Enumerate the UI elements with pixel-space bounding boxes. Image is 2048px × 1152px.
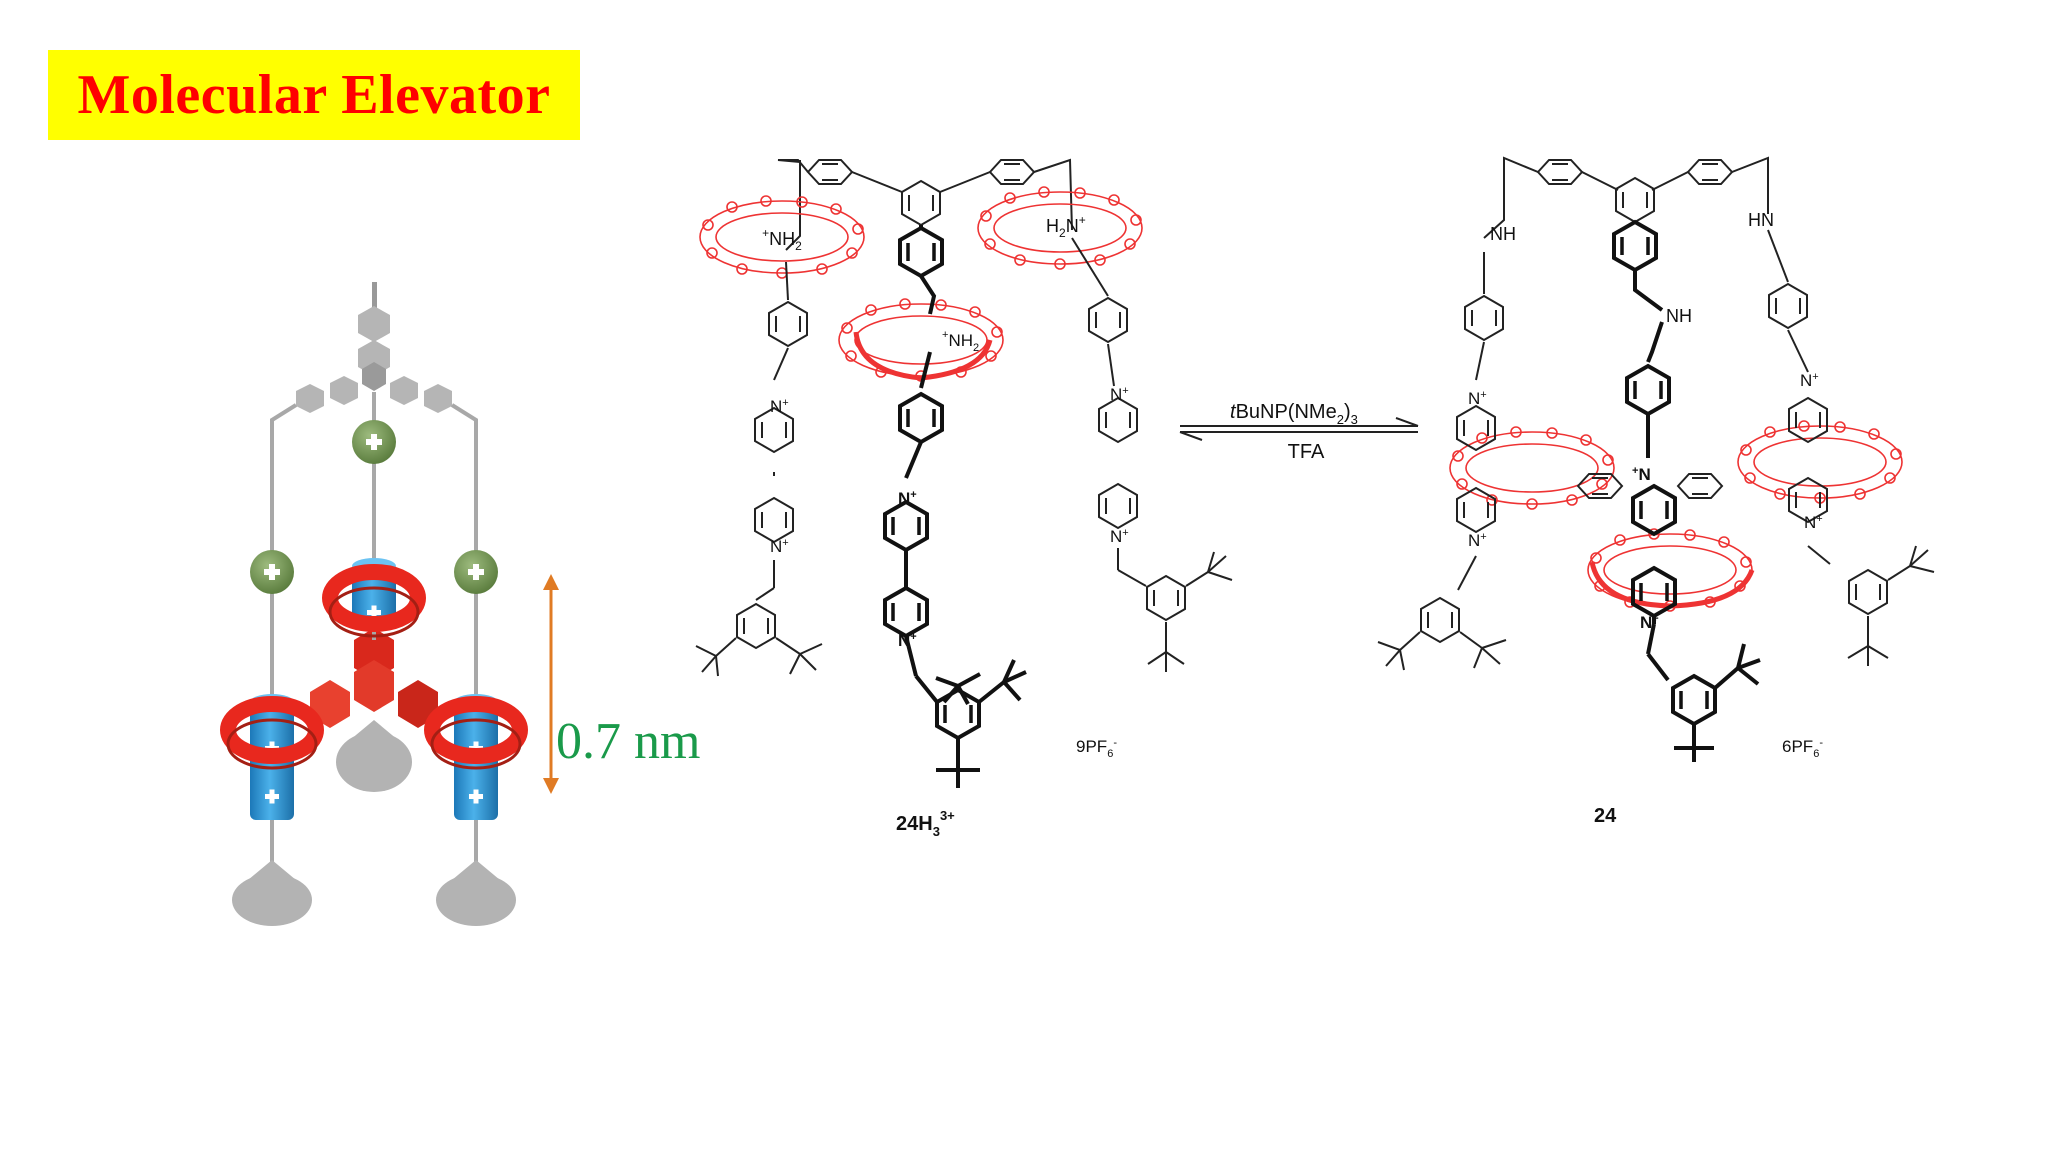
right-arm-n4: N+ [1804, 513, 1823, 532]
left-compound-label: 24H33+ [896, 808, 955, 839]
red-platform [220, 564, 528, 770]
left-n2: N+ [770, 537, 789, 556]
left-counterion: 9PF6- [1076, 737, 1117, 760]
stopper-feet [232, 720, 516, 926]
distance-arrow [543, 574, 559, 794]
right-compound: NH HN NH N+ N+ N+ N+ +N N+ 6PF6- 24 [1377, 156, 1935, 827]
distance-label: 0.7 nm [556, 713, 700, 770]
nh2-left-label: +NH2 [762, 226, 802, 253]
reverse-reagent-label: TFA [1288, 441, 1325, 463]
slide-title: Molecular Elevator [77, 64, 551, 126]
right-compound-label: 24 [1594, 805, 1617, 827]
right-hn-right: HN [1748, 210, 1774, 230]
top-platform [296, 282, 452, 413]
right-nh-left: NH [1490, 224, 1516, 244]
nh2-center-label: +NH2 [942, 329, 979, 354]
right-nh-center: NH [1666, 306, 1692, 326]
crown-rings [220, 564, 528, 764]
right-n1: N+ [1110, 385, 1129, 404]
reagent-label: tBuNP(NMe2)3 [1230, 401, 1358, 427]
slide-title-box: Molecular Elevator [48, 50, 580, 140]
right-arm-n3: N+ [1800, 371, 1819, 390]
center-n2: N+ [898, 631, 917, 650]
center-n1: N+ [898, 489, 917, 508]
right-arm-n2: N+ [1468, 531, 1487, 550]
h2n-right-label: H2N+ [1046, 213, 1086, 240]
right-center-n2: N+ [1640, 613, 1659, 632]
equilibrium-arrows [1179, 417, 1419, 441]
ammonium-stations [250, 420, 498, 594]
left-compound: +NH2 +NH2 H2N+ N+ N+ N+ N+ N+ N+ 9PF6- 2… [695, 158, 1233, 839]
right-n2: N+ [1110, 527, 1129, 546]
right-center-n1: +N [1632, 465, 1651, 484]
right-arm-n1: N+ [1468, 389, 1487, 408]
left-n1: N+ [770, 397, 789, 416]
right-counterion: 6PF6- [1782, 737, 1823, 760]
